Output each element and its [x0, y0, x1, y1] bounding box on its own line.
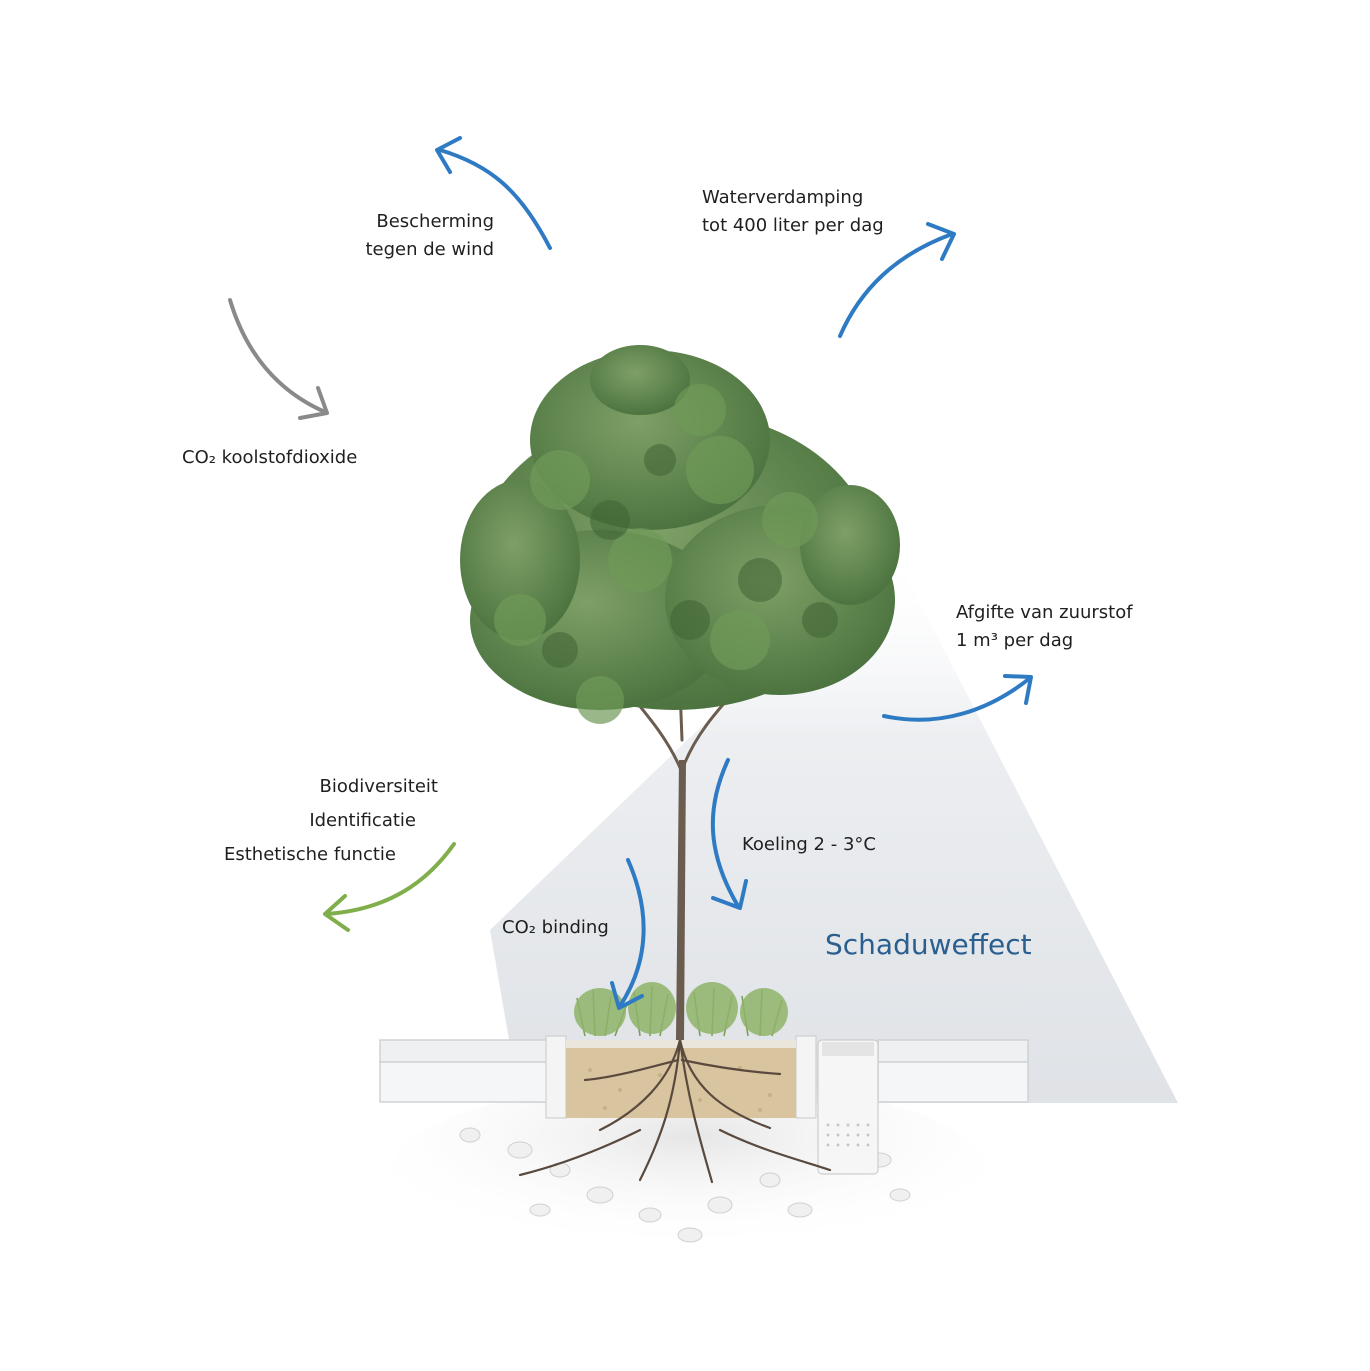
co2-label: CO₂ koolstofdioxide	[182, 447, 358, 468]
water-label-line2: tot 400 liter per dag	[702, 215, 884, 236]
curb-right	[795, 1035, 817, 1119]
cooling-label: Koeling 2 - 3°C	[742, 834, 876, 855]
wind-label-line1: Bescherming	[376, 211, 494, 232]
wind-arrow-icon	[435, 136, 552, 250]
functions-arrow-icon	[323, 842, 456, 932]
water-label: Waterverdamping tot 400 liter per dag	[702, 184, 884, 240]
water-arrow-icon	[838, 222, 956, 338]
pavement	[379, 1039, 1029, 1103]
oxygen-arrow-icon	[882, 674, 1033, 722]
water-label-line1: Waterverdamping	[702, 187, 864, 208]
oxygen-label-line1: Afgifte van zuurstof	[956, 602, 1133, 623]
tree-trunk	[676, 760, 686, 1040]
drainage-unit	[817, 1039, 879, 1175]
wind-label: Bescherming tegen de wind	[330, 208, 494, 264]
aesthetic-label: Esthetische functie	[223, 844, 396, 865]
co2-binding-arrow-icon	[610, 858, 646, 1010]
identification-label: Identificatie	[309, 810, 416, 831]
wind-label-line2: tegen de wind	[365, 239, 494, 260]
roots	[518, 1038, 832, 1184]
curb-left	[545, 1035, 567, 1119]
functions-label: Biodiversiteit Identificatie Esthetische…	[200, 770, 438, 872]
cooling-arrow-icon	[710, 758, 748, 910]
oxygen-label: Afgifte van zuurstof 1 m³ per dag	[956, 599, 1133, 655]
biodiversity-label: Biodiversiteit	[319, 776, 439, 797]
shade-effect-title: Schaduweffect	[825, 928, 1032, 961]
oxygen-label-line2: 1 m³ per dag	[956, 630, 1074, 651]
co2-binding-label: CO₂ binding	[502, 917, 609, 938]
shade-area	[490, 545, 1178, 1103]
soil-box	[566, 1046, 796, 1118]
co2-arrow-icon	[228, 298, 329, 420]
